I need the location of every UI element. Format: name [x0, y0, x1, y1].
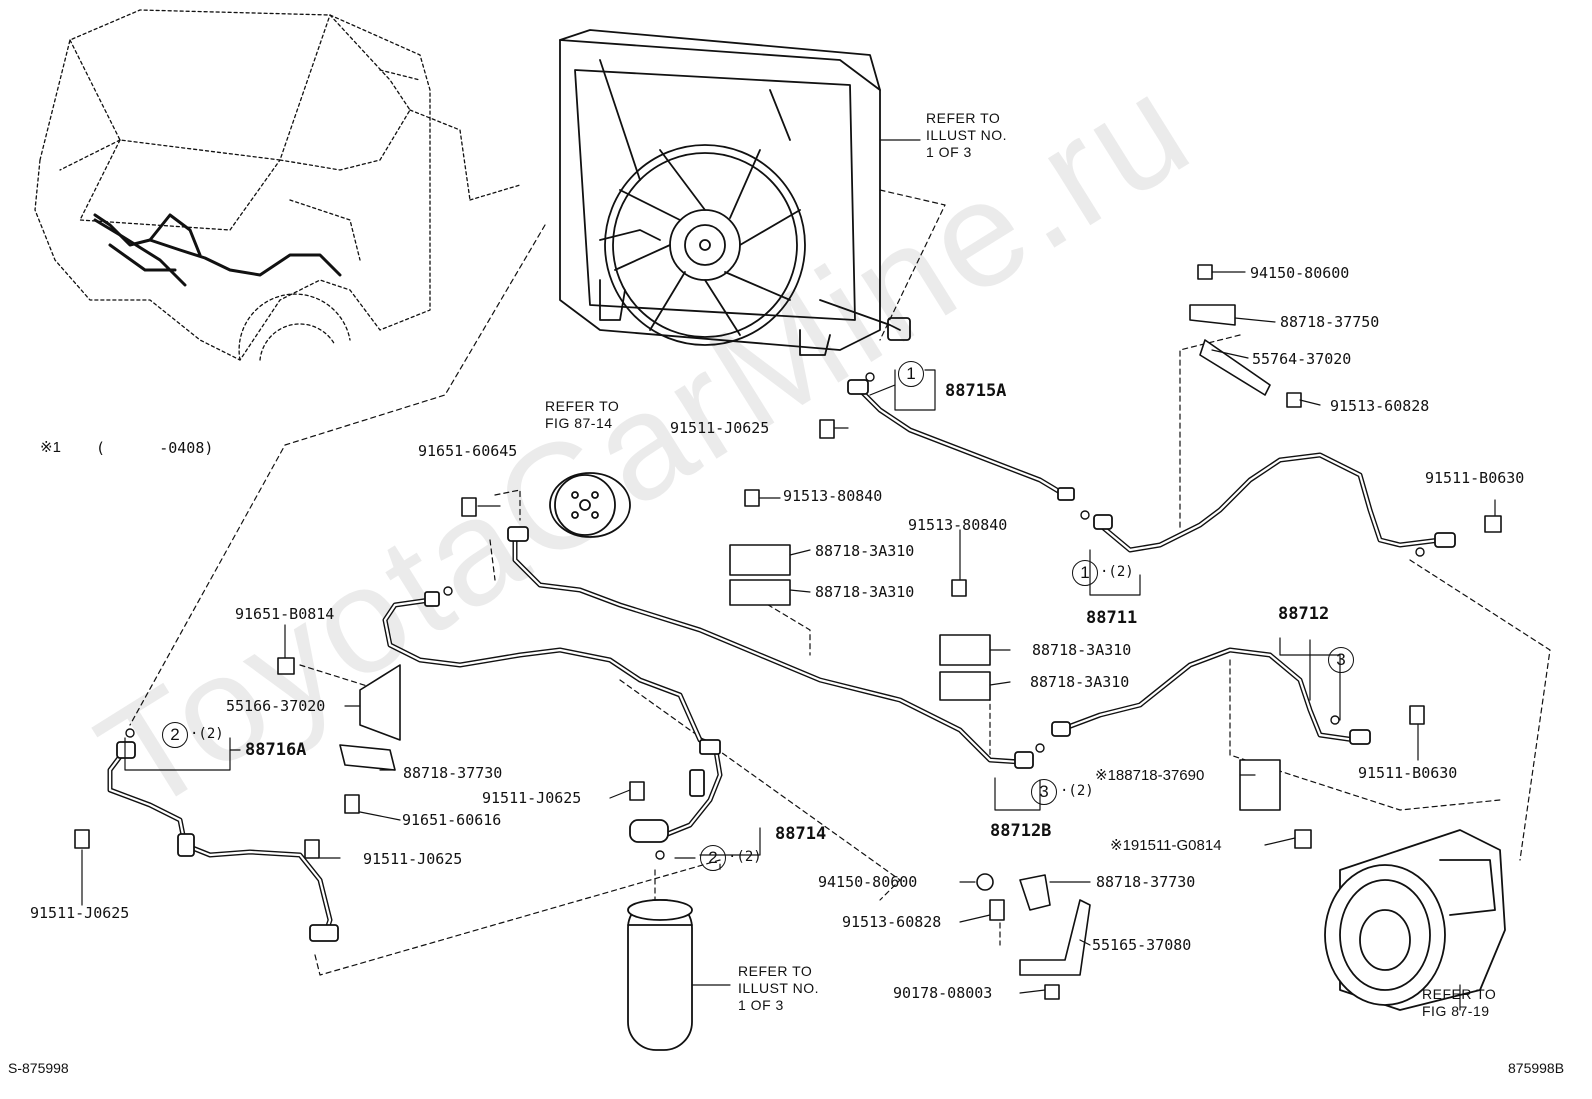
part-88712[interactable]: 88712: [1278, 604, 1330, 624]
part-91651-60645[interactable]: 91651-60645: [418, 442, 518, 460]
part-88718-3A310-d[interactable]: 88718-3A310: [1030, 673, 1130, 691]
ac-pipes-inner: [108, 383, 1442, 937]
part-88718-37730-left[interactable]: 88718-37730: [403, 764, 503, 782]
part-91511-J0625-top[interactable]: 91511-J0625: [670, 419, 770, 437]
part-88716A[interactable]: 88716A: [245, 740, 307, 760]
refer-fig-87-14-line2: FIG 87-14: [545, 415, 613, 431]
part-91511-B0630-right[interactable]: 91511-B0630: [1358, 764, 1458, 782]
footer-left-code: S-875998: [8, 1060, 69, 1076]
part-88718-37750[interactable]: 88718-37750: [1280, 313, 1380, 331]
refer-fig-87-14-line1: REFER TO: [545, 398, 620, 414]
refer-radiator-line1: REFER TO: [926, 110, 1001, 126]
part-55165-37080[interactable]: 55165-37080: [1092, 936, 1192, 954]
refer-radiator-line3: 1 OF 3: [926, 144, 972, 160]
part-88718-37730-bottom[interactable]: 88718-37730: [1096, 873, 1196, 891]
callout-2-bottom-qty: ·(2): [728, 849, 762, 865]
callout-3-mid-qty: ·(2): [1060, 783, 1094, 799]
vehicle-cab-outline: [34, 9, 521, 361]
part-91511-J0625-left[interactable]: 91511-J0625: [30, 904, 130, 922]
clamps-and-bolts: [74, 264, 1502, 1000]
callout-3-mid: 3: [1031, 779, 1057, 805]
leader-lines: [81, 271, 1496, 1011]
part-88712B[interactable]: 88712B: [990, 821, 1052, 841]
part-88715A[interactable]: 88715A: [945, 381, 1007, 401]
callout-2-left-qty: ·(2): [190, 726, 224, 742]
condenser-fan-assembly: [559, 29, 911, 356]
part-91513-80840-b[interactable]: 91513-80840: [908, 516, 1008, 534]
harness-in-cab: [93, 213, 342, 287]
part-88714[interactable]: 88714: [775, 824, 827, 844]
note-mark: ※1: [40, 439, 61, 456]
ac-compressor: [1324, 829, 1506, 1011]
part-94150-80600-top[interactable]: 94150-80600: [1250, 264, 1350, 282]
dashed-guides: [129, 189, 1551, 976]
part-188718-37690[interactable]: ※188718-37690: [1095, 767, 1205, 784]
refer-radiator-line2: ILLUST NO.: [926, 127, 1007, 143]
part-88718-3A310-a[interactable]: 88718-3A310: [815, 542, 915, 560]
part-90178-08003[interactable]: 90178-08003: [893, 984, 993, 1002]
pipe-fittings: [116, 379, 1456, 942]
refer-receiver-line3: 1 OF 3: [738, 997, 784, 1013]
part-88718-3A310-c[interactable]: 88718-3A310: [1032, 641, 1132, 659]
part-91511-B0630-top[interactable]: 91511-B0630: [1425, 469, 1525, 487]
part-91513-60828-top[interactable]: 91513-60828: [1330, 397, 1430, 415]
part-94150-80600-bottom[interactable]: 94150-80600: [818, 873, 918, 891]
refer-receiver-line1: REFER TO: [738, 963, 813, 979]
o-rings: [125, 372, 1425, 860]
callout-3-right: 3: [1328, 647, 1354, 673]
callout-1-mid: 1: [1072, 560, 1098, 586]
part-91651-60616[interactable]: 91651-60616: [402, 811, 502, 829]
part-88718-3A310-b[interactable]: 88718-3A310: [815, 583, 915, 601]
refer-fig-87-19-line1: REFER TO: [1422, 986, 1497, 1002]
refer-fig-87-19: REFER TO FIG 87-19: [1422, 986, 1496, 1020]
callout-1-qty: ·(2): [1100, 564, 1134, 580]
refer-receiver: REFER TO ILLUST NO. 1 OF 3: [738, 963, 819, 1014]
refer-fig-87-14: REFER TO FIG 87-14: [545, 398, 619, 432]
footer-right-code: 875998B: [1508, 1060, 1565, 1076]
part-91511-J0625-b[interactable]: 91511-J0625: [363, 850, 463, 868]
callout-1-top: 1: [898, 361, 924, 387]
callout-2-left: 2: [162, 722, 188, 748]
note-range: ( -0408): [96, 439, 214, 457]
receiver-dryer: [627, 899, 693, 1051]
part-191511-G0814[interactable]: ※191511-G0814: [1110, 837, 1222, 854]
part-91651-B0814[interactable]: 91651-B0814: [235, 605, 335, 623]
part-55166-37020[interactable]: 55166-37020: [226, 697, 326, 715]
callout-2-bottom: 2: [700, 845, 726, 871]
part-91511-J0625-mid[interactable]: 91511-J0625: [482, 789, 582, 807]
part-88711[interactable]: 88711: [1086, 608, 1138, 628]
refer-receiver-line2: ILLUST NO.: [738, 980, 819, 996]
part-55764-37020[interactable]: 55764-37020: [1252, 350, 1352, 368]
part-91513-60828-bottom[interactable]: 91513-60828: [842, 913, 942, 931]
refer-radiator: REFER TO ILLUST NO. 1 OF 3: [926, 110, 1007, 161]
refer-fig-87-19-line2: FIG 87-19: [1422, 1003, 1490, 1019]
part-91513-80840-a[interactable]: 91513-80840: [783, 487, 883, 505]
pulley-disk: [549, 472, 631, 538]
